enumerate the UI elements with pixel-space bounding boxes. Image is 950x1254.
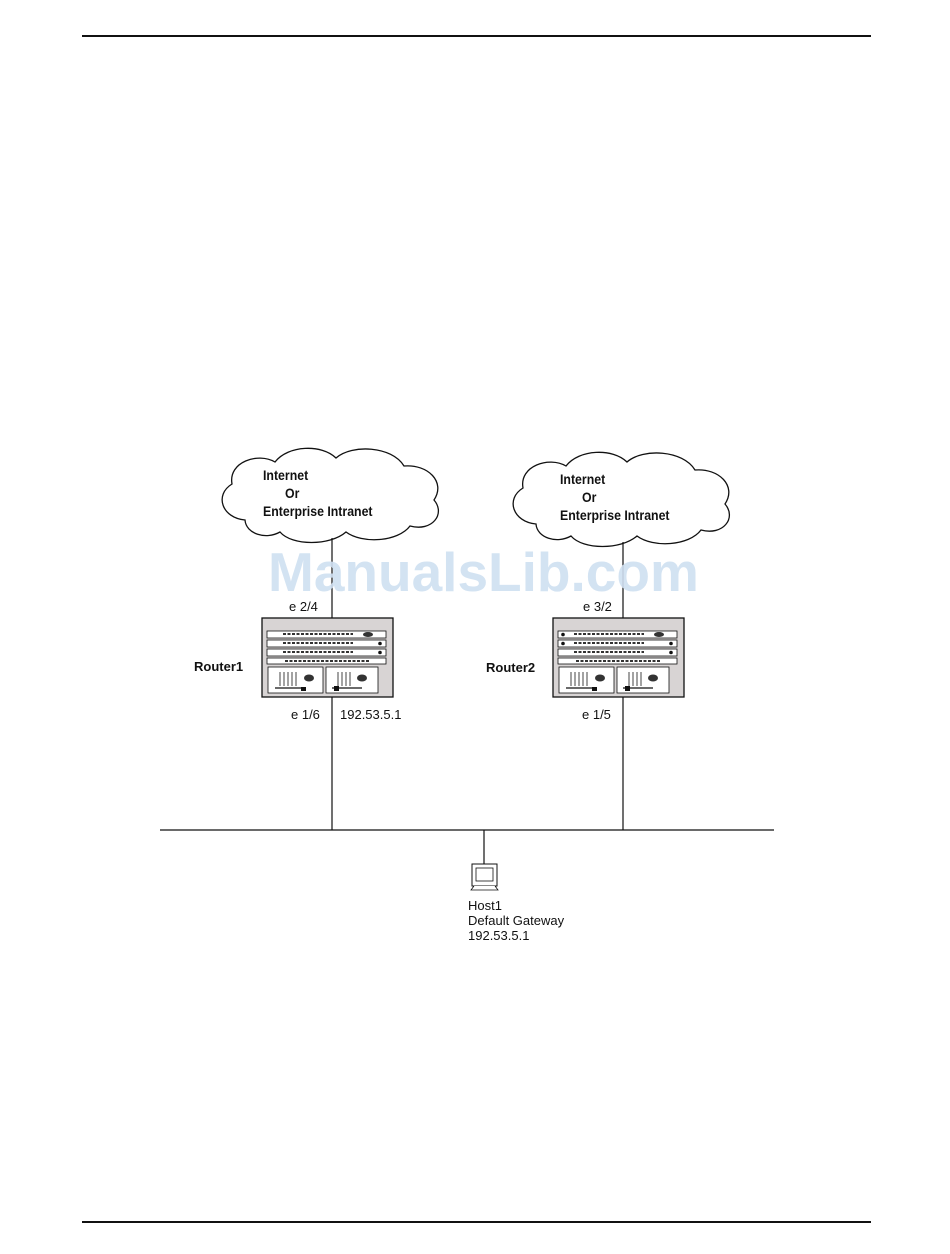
cloud-1-line-1: Internet	[263, 466, 373, 484]
cloud-label-2: Internet Or Enterprise Intranet	[560, 470, 670, 524]
cloud-1-line-2: Or	[263, 484, 373, 502]
host-gateway-ip: 192.53.5.1	[468, 928, 564, 943]
host-label: Host1 Default Gateway 192.53.5.1	[468, 898, 564, 943]
cloud-2-line-3: Enterprise Intranet	[560, 506, 670, 524]
watermark: ManualsLib.com	[268, 540, 699, 604]
router2-name: Router2	[486, 660, 535, 676]
router1-lan-ip: 192.53.5.1	[340, 707, 401, 723]
router1-name: Router1	[194, 659, 243, 675]
router1-uplink-port: e 2/4	[289, 599, 318, 615]
router2-lan-port: e 1/5	[582, 707, 611, 723]
host-gateway-label: Default Gateway	[468, 913, 564, 928]
router2-chassis	[553, 618, 684, 697]
host-name: Host1	[468, 898, 564, 913]
router2-uplink-port: e 3/2	[583, 599, 612, 615]
host-computer-icon	[471, 864, 498, 890]
cloud-2-line-1: Internet	[560, 470, 670, 488]
cloud-label-1: Internet Or Enterprise Intranet	[263, 466, 373, 520]
router1-lan-port: e 1/6	[291, 707, 320, 723]
router1-chassis	[262, 618, 393, 697]
cloud-2-line-2: Or	[560, 488, 670, 506]
cloud-1-line-3: Enterprise Intranet	[263, 502, 373, 520]
